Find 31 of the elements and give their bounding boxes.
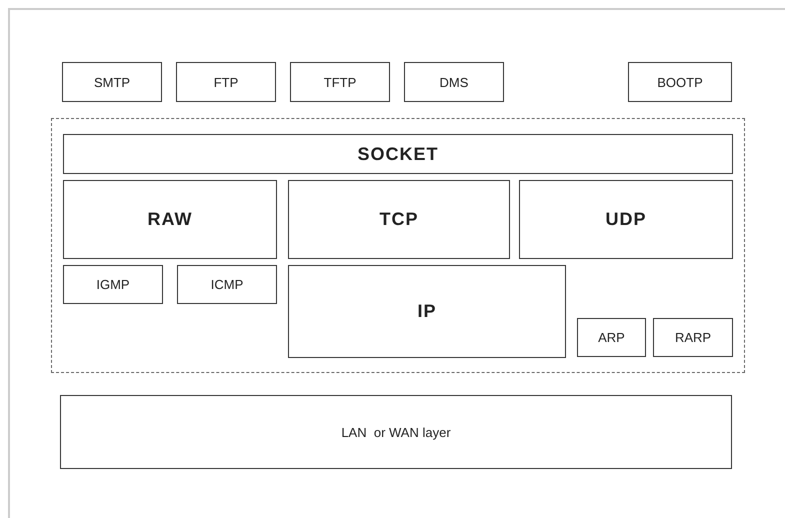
protocol-label: ICMP — [210, 277, 244, 292]
protocol-layer-box — [288, 265, 566, 358]
protocol-label: SMTP — [94, 74, 130, 90]
protocol-label: RAW — [148, 209, 192, 230]
protocol-box — [177, 265, 277, 304]
protocol-label: UDP — [605, 209, 646, 230]
protocol-label: FTP — [214, 74, 238, 90]
protocol-box — [628, 62, 732, 102]
protocol-label: BOOTP — [657, 74, 703, 90]
protocol-box — [404, 62, 504, 102]
protocol-layer-box — [519, 180, 733, 259]
protocol-box — [577, 318, 646, 357]
protocol-label: ARP — [598, 330, 625, 345]
protocol-layer-box — [288, 180, 510, 259]
protocol-label: RARP — [674, 330, 712, 345]
protocol-box — [63, 265, 163, 304]
protocol-label: SOCKET — [357, 144, 438, 164]
dashed-group-box — [51, 118, 745, 373]
protocol-label: IP — [417, 301, 436, 322]
protocol-box — [290, 62, 390, 102]
protocol-label: DMS — [440, 74, 468, 90]
protocol-label: TCP — [380, 209, 418, 230]
protocol-box — [62, 62, 162, 102]
protocol-box — [176, 62, 276, 102]
protocol-box — [60, 395, 732, 469]
protocol-label: LAN or WAN layer — [341, 424, 451, 440]
protocol-box — [653, 318, 733, 357]
protocol-layer-box — [63, 134, 733, 174]
protocol-label: TFTP — [324, 74, 356, 90]
protocol-layer-box — [63, 180, 277, 259]
protocol-label: IGMP — [96, 277, 130, 292]
